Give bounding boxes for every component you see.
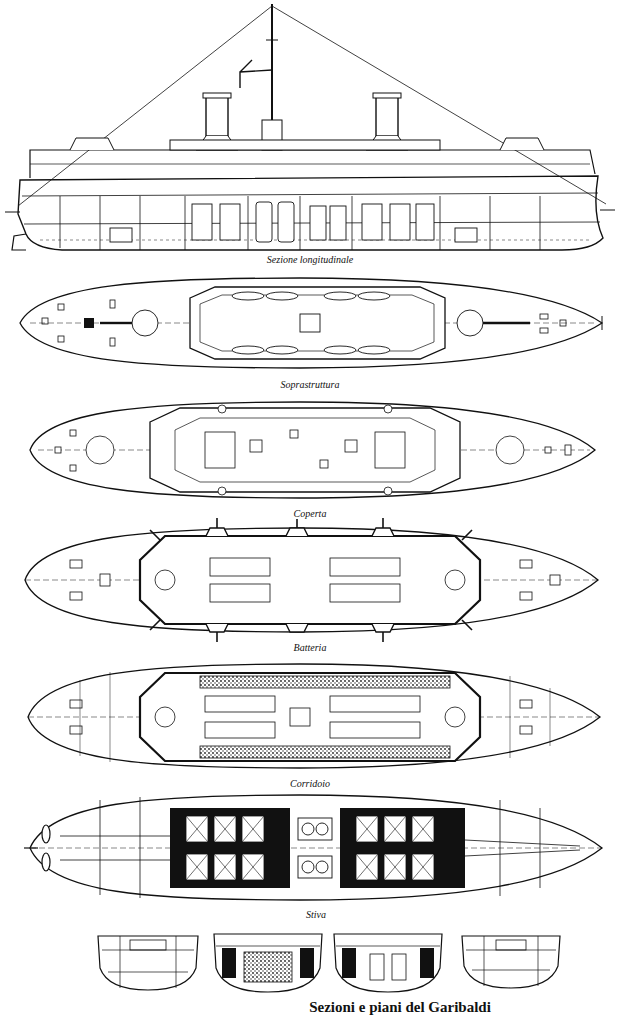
hold-plan xyxy=(24,795,602,900)
corridor-deck-plan xyxy=(28,664,600,768)
view-label: Soprastruttura xyxy=(279,379,342,390)
view-label: Sezione longitudinale xyxy=(265,254,355,265)
longitudinal-section xyxy=(5,4,615,250)
view-label: Stiva xyxy=(304,909,328,920)
view-label: Corridoio xyxy=(288,778,332,789)
battery-deck-plan xyxy=(25,518,598,642)
view-label: Batteria xyxy=(292,642,329,653)
cross-sections xyxy=(98,934,560,992)
view-label: Coperta xyxy=(292,508,329,519)
superstructure-plan xyxy=(20,278,602,368)
main-deck-plan xyxy=(30,402,595,498)
caption: Sezioni e piani del Garibaldi xyxy=(306,999,494,1016)
